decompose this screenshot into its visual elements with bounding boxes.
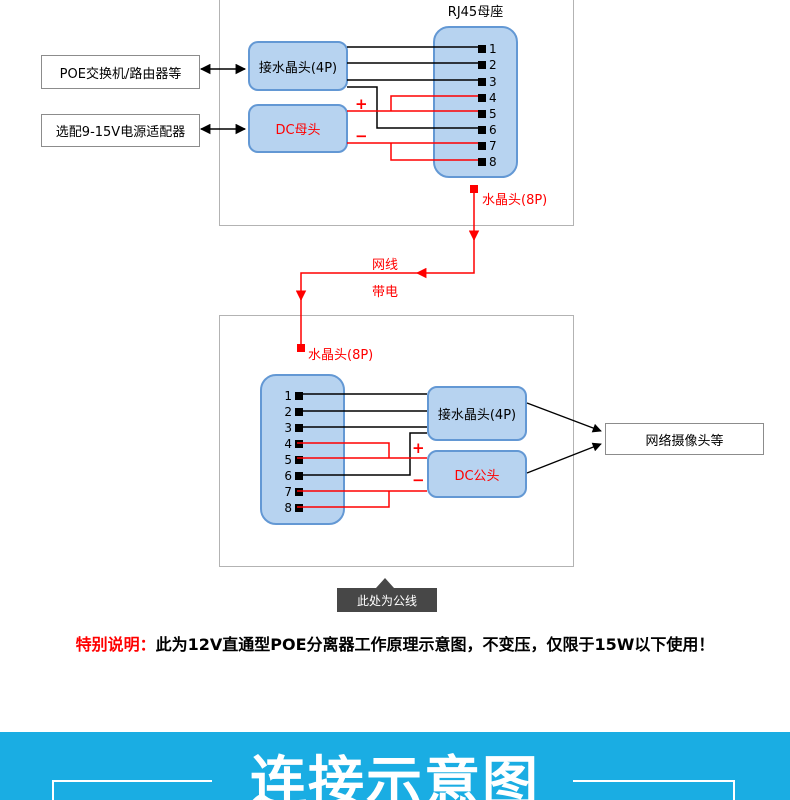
poe-switch-label: POE交换机/路由器等: [59, 66, 182, 82]
plus-sign-top: +: [355, 95, 368, 113]
pin-square: [478, 142, 486, 150]
rj45-socket-label: RJ45母座: [447, 5, 504, 20]
pin-square: [295, 424, 303, 432]
top-diagram-container: [219, 0, 574, 226]
pin-number: 4: [489, 91, 497, 105]
pin-number: 2: [489, 58, 497, 72]
crystal4p-bottom-box: 接水晶头(4P): [427, 386, 527, 441]
network-cable-label: 网线: [372, 258, 399, 273]
camera-label: 网络摄像头等: [645, 433, 724, 449]
pin-number: 7: [284, 485, 292, 499]
rj45-pin-1: 1: [478, 43, 500, 55]
plug-pin-5: 5: [277, 454, 303, 466]
pin-square: [295, 504, 303, 512]
plug-pin-4: 4: [277, 438, 303, 450]
rj45-pin-2: 2: [478, 59, 500, 71]
pin-number: 1: [489, 42, 497, 56]
powered-label: 带电: [372, 285, 399, 300]
dc-male-box: DC公头: [427, 450, 527, 498]
pin-number: 6: [284, 469, 292, 483]
rj45-pin-3: 3: [478, 76, 500, 88]
male-line-tooltip: 此处为公线: [337, 578, 437, 612]
pin-number: 3: [489, 75, 497, 89]
pin-square: [295, 472, 303, 480]
pin-number: 4: [284, 437, 292, 451]
pin-square: [295, 408, 303, 416]
crystal4p-top-label: 接水晶头(4P): [258, 60, 338, 76]
section-banner: 连接示意图: [0, 732, 790, 800]
pin-square: [478, 94, 486, 102]
pin-square: [478, 110, 486, 118]
crystal8p-top-label: 水晶头(8P): [482, 193, 548, 208]
rj45-pin-6: 6: [478, 124, 500, 136]
banner-title: 连接示意图: [250, 751, 540, 800]
pin-square: [295, 456, 303, 464]
plug-pin-2: 2: [277, 406, 303, 418]
pin-number: 8: [489, 155, 497, 169]
dc-female-label: DC母头: [275, 123, 321, 138]
crystal8p-mid-label: 水晶头(8P): [308, 348, 374, 363]
plug-pin-8: 8: [277, 502, 303, 514]
pin-square: [295, 392, 303, 400]
crystal4p-bottom-label: 接水晶头(4P): [437, 408, 517, 423]
dc-female-box: DC母头: [248, 104, 348, 153]
crystal4p-top-box: 接水晶头(4P): [248, 41, 348, 91]
special-note-body: 此为12V直通型POE分离器工作原理示意图，不变压，仅限于15W以下使用！: [155, 635, 715, 654]
dc-male-label: DC公头: [454, 468, 500, 484]
rj45-pin-4: 4: [478, 92, 500, 104]
pin-number: 2: [284, 405, 292, 419]
plug-pin-6: 6: [277, 470, 303, 482]
plug8p-box: 1 2 3 4 5 6 7 8: [260, 374, 345, 525]
minus-sign-bottom: −: [412, 471, 425, 489]
plug-pin-3: 3: [277, 422, 303, 434]
pin-number: 7: [489, 139, 497, 153]
pin-number: 3: [284, 421, 292, 435]
pin-square: [478, 61, 486, 69]
special-note: 特别说明：此为12V直通型POE分离器工作原理示意图，不变压，仅限于15W以下使…: [0, 631, 790, 655]
tooltip-label: 此处为公线: [356, 593, 417, 608]
rj45-pin-7: 7: [478, 140, 500, 152]
pin-square: [295, 488, 303, 496]
power-adapter-box: 选配9-15V电源适配器: [41, 114, 200, 147]
pin-square: [478, 126, 486, 134]
pin-number: 6: [489, 123, 497, 137]
rj45-socket-box: 1 2 3 4 5 6 7 8: [433, 26, 518, 178]
pin-number: 8: [284, 501, 292, 515]
rj45-pin-8: 8: [478, 156, 500, 168]
pin-square: [478, 78, 486, 86]
bottom-diagram-container: [219, 315, 574, 567]
pin-square: [478, 158, 486, 166]
power-adapter-label: 选配9-15V电源适配器: [55, 125, 186, 140]
camera-box: 网络摄像头等: [605, 423, 764, 455]
banner-bracket-left: [52, 780, 212, 800]
rj45-pin-5: 5: [478, 108, 500, 120]
pin-number: 1: [284, 389, 292, 403]
poe-switch-box: POE交换机/路由器等: [41, 55, 200, 89]
plug-pin-1: 1: [277, 390, 303, 402]
pin-square: [295, 440, 303, 448]
pin-number: 5: [284, 453, 292, 467]
plug-pin-7: 7: [277, 486, 303, 498]
special-note-prefix: 特别说明：: [75, 635, 156, 654]
banner-bracket-right: [573, 780, 735, 800]
minus-sign-top: −: [355, 127, 368, 145]
tooltip-arrow-icon: [376, 578, 394, 588]
pin-square: [478, 45, 486, 53]
pin-number: 5: [489, 107, 497, 121]
plus-sign-bottom: +: [412, 439, 425, 457]
